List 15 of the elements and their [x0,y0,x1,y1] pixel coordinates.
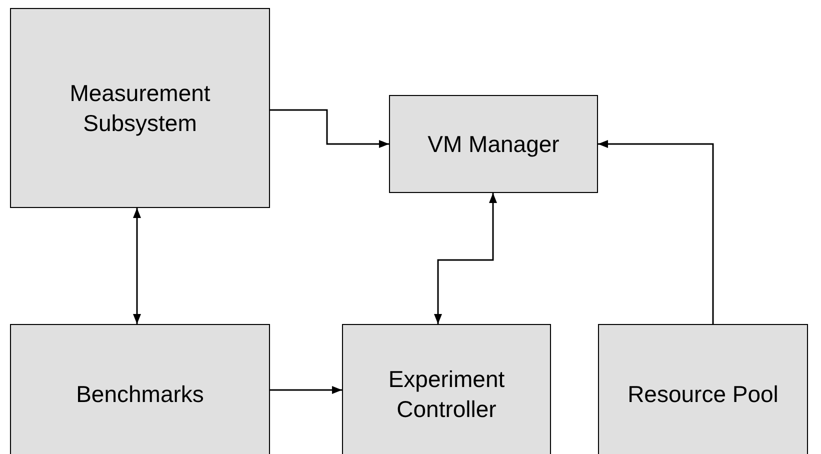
node-label: Resource Pool [628,380,778,409]
process-box [10,324,270,454]
node-label: VM Manager [428,130,560,159]
arrow [434,193,497,324]
node-label: Benchmarks [76,380,204,409]
node-label: Measurement Subsystem [68,79,212,138]
arrow [270,109,389,148]
arrow [598,140,714,324]
process-box [598,324,808,454]
process-box [10,8,270,208]
arrow [133,208,141,324]
arrow [270,386,342,394]
process-box [389,95,598,193]
node-label: Experiment Controller [387,365,506,424]
process-box [342,324,551,454]
